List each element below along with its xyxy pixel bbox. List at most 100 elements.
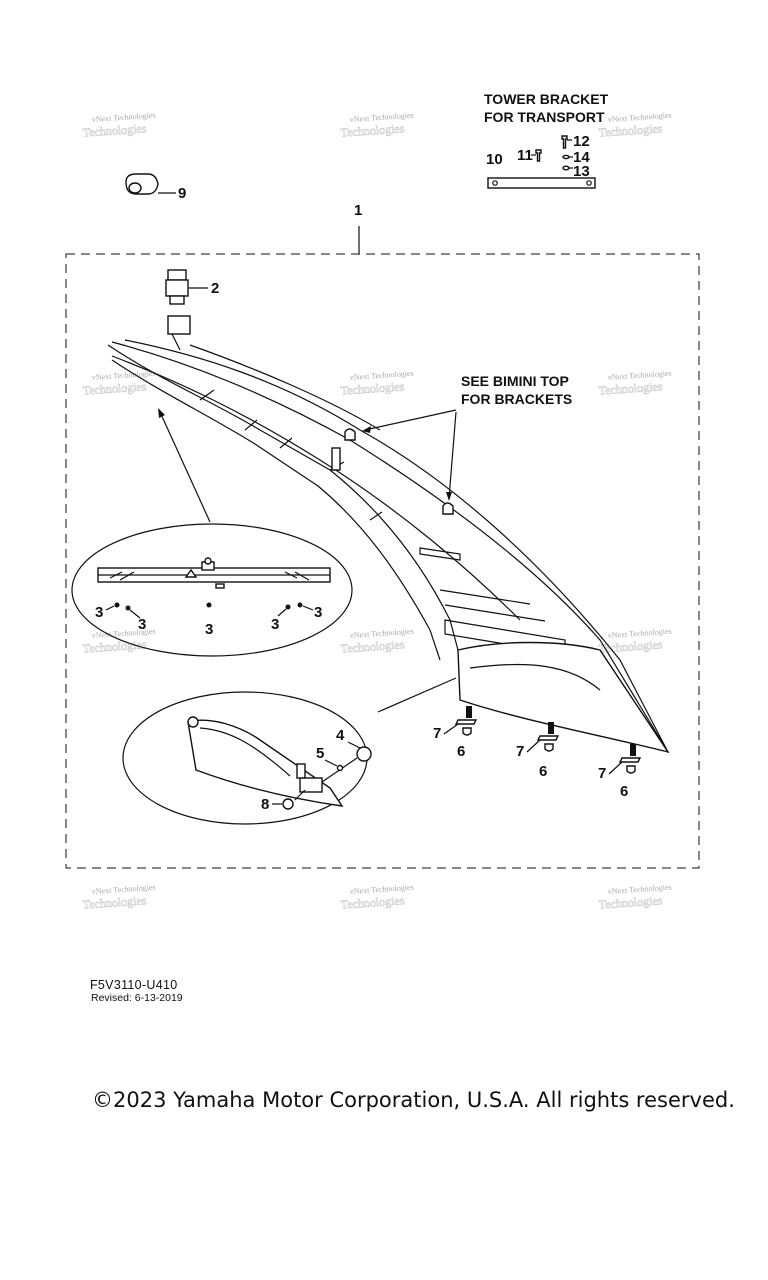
watermark-text: vNext Technologies <box>92 883 156 896</box>
watermark-text: vNext Technologies <box>608 627 672 640</box>
leader-4 <box>347 741 361 749</box>
transport-bracket-title-line1: TOWER BRACKET <box>484 91 609 107</box>
callout-1: 1 <box>354 202 362 219</box>
bimini-arrow-line <box>448 411 457 499</box>
callout-7: 7 <box>516 743 524 760</box>
knob-icon <box>356 746 372 762</box>
screw-icon <box>297 602 303 608</box>
arrow-head-icon <box>362 426 371 433</box>
callout-3: 3 <box>138 616 146 633</box>
end-cap-face <box>128 182 142 194</box>
diagram-code: F5V3110-U410 <box>90 978 178 992</box>
warning-triangle-icon <box>184 568 198 578</box>
watermark-text-faint: Technologies <box>340 637 405 655</box>
bimini-arrow-line <box>364 409 457 431</box>
detail-view-crossbar: 3 3 3 3 3 <box>71 408 353 657</box>
base-clamp <box>299 777 323 793</box>
callout-4: 4 <box>336 727 345 744</box>
watermark-text-faint: Technologies <box>598 121 663 139</box>
crossbar-latch-knob <box>204 557 212 565</box>
transport-bracket-group: TOWER BRACKET FOR TRANSPORT 10 11 12 14 … <box>484 91 609 189</box>
washer-icon <box>336 764 344 772</box>
foot-nut <box>462 727 472 736</box>
callout-8: 8 <box>261 796 269 813</box>
watermark-text: vNext Technologies <box>92 627 156 640</box>
callout-3: 3 <box>271 616 279 633</box>
watermark-text-faint: Technologies <box>340 379 405 397</box>
crossbar-hatching <box>109 571 310 581</box>
callout-12: 12 <box>573 133 590 150</box>
arrow-head-icon <box>158 408 165 418</box>
detail-pointer-line <box>159 411 211 523</box>
base-bracket-pivot <box>187 716 199 728</box>
watermark-text-faint: Technologies <box>340 893 405 911</box>
tower-top-tube <box>124 339 669 753</box>
detail-view-base: 4 5 8 <box>122 677 457 825</box>
watermark-text-faint: Technologies <box>598 893 663 911</box>
base-bracket <box>187 719 344 807</box>
arrow-head-icon <box>446 492 452 501</box>
foot-stud <box>466 706 472 718</box>
watermark-text-faint: Technologies <box>598 379 663 397</box>
leader-7 <box>526 739 541 753</box>
watermark-text-faint: Technologies <box>82 893 147 911</box>
watermark-text: vNext Technologies <box>350 369 414 382</box>
watermark-text: vNext Technologies <box>92 369 156 382</box>
washer-icon <box>562 154 570 160</box>
nut-icon <box>562 165 570 171</box>
bracket-hole <box>492 180 498 186</box>
watermark-text: vNext Technologies <box>92 111 156 124</box>
part-9-group: 9 <box>125 173 186 202</box>
screw-icon <box>206 602 212 608</box>
leader-3 <box>277 608 287 617</box>
bracket-hole <box>586 180 592 186</box>
foot-nut <box>626 765 636 774</box>
callout-6: 6 <box>620 783 628 800</box>
base-bracket-contour <box>199 727 291 777</box>
base-clamp-tab <box>296 763 306 779</box>
fitting-base <box>169 295 185 305</box>
callout-3: 3 <box>205 621 213 638</box>
copyright-notice: ©2023 Yamaha Motor Corporation, U.S.A. A… <box>92 1088 735 1112</box>
foot-pad <box>536 735 560 741</box>
part-2-group: 2 <box>165 269 219 305</box>
bolt-icon <box>535 149 542 162</box>
transport-bracket-title-line2: FOR TRANSPORT <box>484 109 605 125</box>
callout-7: 7 <box>433 725 441 742</box>
nut-icon <box>282 798 294 810</box>
bimini-note-line2: FOR BRACKETS <box>461 391 572 407</box>
transport-bracket-bar <box>487 177 596 189</box>
screw-icon <box>114 602 120 608</box>
leader-7 <box>608 761 623 775</box>
tower-base-plate <box>457 641 670 754</box>
detail-pointer-line <box>377 677 457 713</box>
callout-5: 5 <box>316 745 324 762</box>
bimini-bracket-mount <box>344 428 356 441</box>
feet-group: 7 6 7 6 7 6 <box>433 706 642 800</box>
callout-10: 10 <box>486 151 503 168</box>
tower-fitting <box>167 315 191 335</box>
callout-13: 13 <box>573 163 590 180</box>
nut-bolt <box>294 789 306 801</box>
tower-center-latch <box>331 447 341 471</box>
callout-2: 2 <box>211 280 219 297</box>
callout-11: 11 <box>517 147 533 164</box>
callout-14: 14 <box>573 149 590 166</box>
tower-panel-stripe <box>419 547 461 561</box>
watermark-text-faint: Technologies <box>340 121 405 139</box>
bimini-bracket-mount <box>442 502 454 515</box>
leader-5 <box>324 759 338 767</box>
tower-inner-tube-edge <box>111 355 521 621</box>
tower-base-contour <box>469 663 601 691</box>
